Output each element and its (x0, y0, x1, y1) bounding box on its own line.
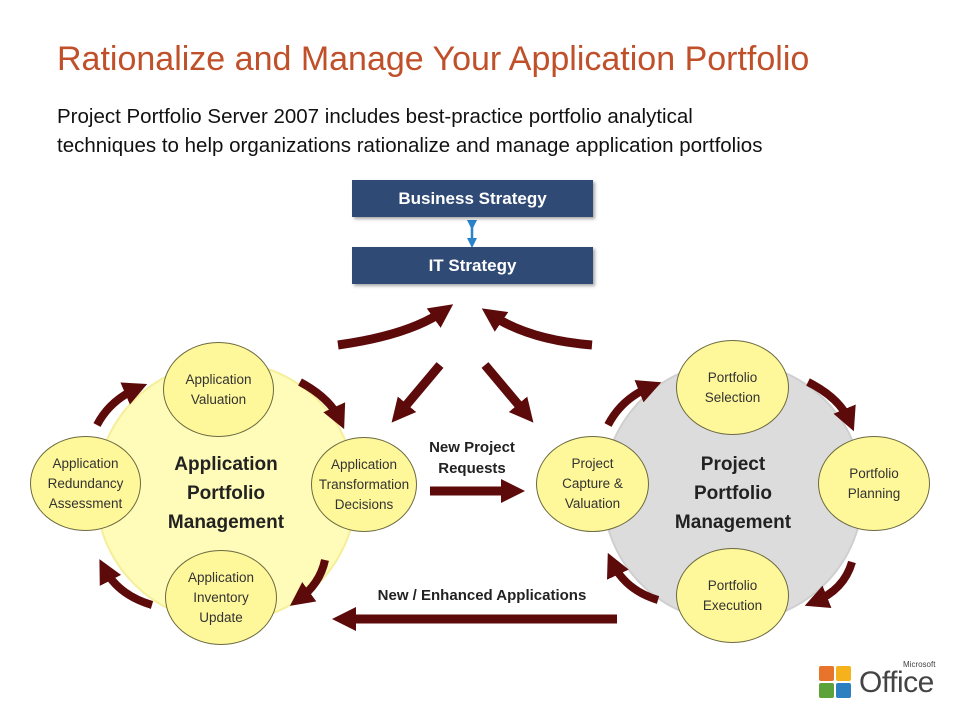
arrow-apm-to-strategy (337, 304, 454, 350)
node-label: Application Transformation Decisions (318, 456, 410, 512)
business-strategy-box: Business Strategy (352, 180, 593, 217)
it-strategy-box: IT Strategy (352, 247, 593, 284)
ppm-hub-label: Project Portfolio Management (674, 454, 792, 533)
apm-cycle-arrow-1 (93, 382, 148, 427)
node-application-valuation: Application Valuation (163, 342, 274, 437)
arrow-ppm-to-strategy (481, 308, 593, 350)
ppm-cycle-arrow-4 (607, 552, 660, 604)
apm-hub-label: Application Portfolio Management (167, 454, 285, 533)
apm-cycle-arrow-3 (289, 559, 329, 606)
page-title: Rationalize and Manage Your Application … (57, 40, 810, 78)
ppm-cycle-arrow-2 (806, 378, 856, 432)
node-label: Portfolio Selection (704, 369, 761, 405)
apm-cycle-arrow-2 (298, 378, 346, 430)
ppm-cycle-arrow-1 (604, 380, 662, 427)
node-label: Application Redundancy Assessment (47, 455, 124, 511)
logo-maker-text: Microsoft (903, 660, 936, 669)
office-tiles-icon (819, 666, 851, 698)
node-portfolio-planning: Portfolio Planning (818, 436, 930, 531)
logo-brand-text: Office (859, 666, 934, 699)
node-label: Portfolio Planning (847, 465, 901, 501)
label-new-project-requests: New Project Requests (429, 439, 515, 477)
node-label: Portfolio Execution (702, 577, 763, 613)
apm-cycle-arrow-4 (99, 559, 154, 609)
node-portfolio-execution: Portfolio Execution (676, 548, 789, 643)
node-label: Application Valuation (185, 371, 252, 407)
node-portfolio-selection: Portfolio Selection (676, 340, 789, 435)
label-new-enhanced-applications: New / Enhanced Applications (377, 587, 587, 604)
node-label: Project Capture & Valuation (562, 456, 623, 511)
node-label: Application Inventory Update (187, 569, 255, 625)
office-logo-icon: Microsoft Office (815, 660, 950, 705)
arrow-strategy-to-apm (391, 362, 444, 423)
node-application-redundancy-assessment: Application Redundancy Assessment (30, 436, 141, 531)
page-subtitle: Project Portfolio Server 2007 includes b… (57, 105, 763, 157)
ppm-cycle-arrow-3 (804, 560, 856, 608)
node-application-transformation-decisions: Application Transformation Decisions (311, 437, 417, 532)
node-project-capture-valuation: Project Capture & Valuation (536, 436, 649, 532)
arrow-strategy-to-ppm (481, 362, 534, 423)
node-application-inventory-update: Application Inventory Update (165, 550, 277, 645)
